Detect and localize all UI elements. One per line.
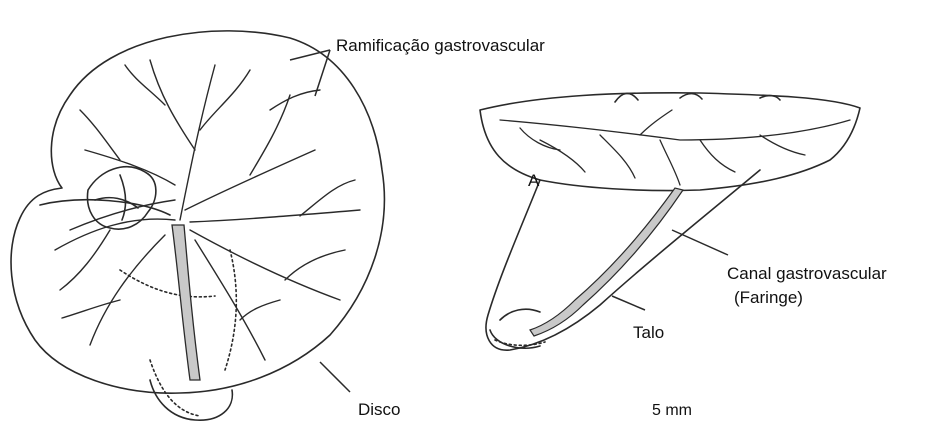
leader-canal [672,230,728,255]
leader-stalk [612,296,645,310]
branching-canals-right [500,110,850,185]
label-disc: Disco [358,400,401,420]
central-canal-right [530,188,683,336]
label-canal-line1: Canal gastrovascular [727,264,887,284]
branching-canals-left [55,60,360,360]
leader-branching [290,50,330,96]
label-branching: Ramificação gastrovascular [336,36,545,56]
label-canal-line2: (Faringe) [734,288,803,308]
label-a: A [528,171,539,191]
label-stalk: Talo [633,323,664,343]
leader-disc [320,362,350,392]
central-canal-left [172,225,200,380]
label-scale: 5 mm [652,402,692,420]
